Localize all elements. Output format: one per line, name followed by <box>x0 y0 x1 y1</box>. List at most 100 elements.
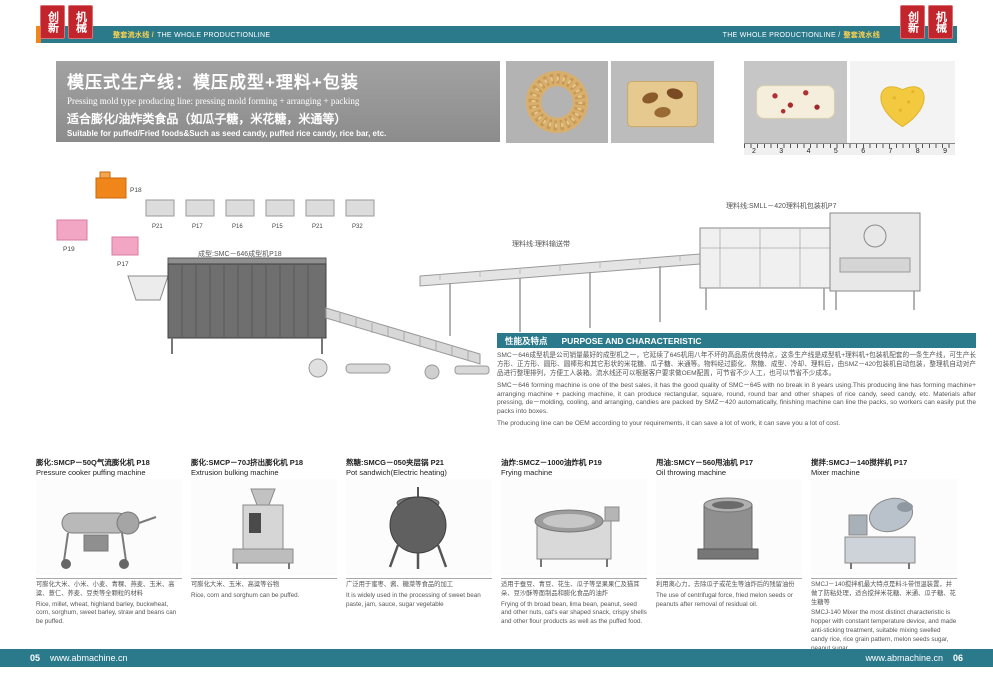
ruler-number: 9 <box>943 148 947 155</box>
photo-puffed-ring-candy <box>506 61 608 143</box>
brand-seal-icon: 创新 <box>40 5 65 39</box>
ruler-number: 2 <box>752 148 756 155</box>
packing-machine-label: 理料线:SMLL－420理料机包装机P7 <box>726 201 837 210</box>
divider <box>346 578 492 579</box>
page-subtitle: 适合膨化/油炸类食品（如瓜子糖，米花糖，米通等） <box>67 112 347 126</box>
brand-stamps-left: 创新 机械 <box>40 5 93 39</box>
product-photo <box>36 479 182 575</box>
mini-label: P15 <box>272 224 283 230</box>
page-number-left: 05 <box>30 653 41 663</box>
divider <box>811 578 957 579</box>
characteristics-text-cn: SMC－646成型机是公司销量最好的成型机之一，它延续了645机用八年不坏的高品… <box>497 352 976 377</box>
forming-machine-drawing: 成型:SMC－646成型机P18 <box>127 249 327 354</box>
arranging-conveyor-drawing: 理料线:理料输送带 <box>419 239 701 336</box>
page-title-en: Pressing mold type producing line: press… <box>67 96 360 106</box>
brand-seal-icon: 机械 <box>68 5 93 39</box>
product-photo <box>811 479 957 575</box>
product-caption-cn: 膨化:SMCP－50Q气流膨化机 P18 <box>36 458 150 467</box>
product-caption-en: Frying machine <box>501 468 553 477</box>
product-caption-cn: 膨化:SMCP－70J挤出膨化机 P18 <box>191 458 304 467</box>
characteristics-panel: 性能及特点 PURPOSE AND CHARACTERISTIC SMC－646… <box>497 333 976 432</box>
page-title-block: 模压式生产线：模压成型+理料+包装 Pressing mold type pro… <box>56 61 500 142</box>
product-desc-cn: 可膨化大米、小米、小麦、青稞、燕麦、玉米、高粱、薏仁、荞麦、豆类等全颗粒的材料 <box>36 581 175 597</box>
product-desc-cn: 可膨化大米、玉米、高粱等谷物 <box>191 581 280 588</box>
characteristics-heading-en: PURPOSE AND CHARACTERISTIC <box>561 335 702 346</box>
product-photo <box>501 479 647 575</box>
product-photo <box>346 479 492 575</box>
ruler-number: 5 <box>833 148 838 155</box>
mini-machine-pink-left: P19 <box>56 219 88 253</box>
product-caption-en: Extrusion bulking machine <box>191 468 279 477</box>
product-caption-cn: 熬糖:SMCG－050夹层锅 P21 <box>346 458 444 467</box>
product-caption-cn: 油炸:SMCZ－1000油炸机 P19 <box>501 458 602 467</box>
ruler-number: 4 <box>806 148 811 155</box>
conveyor-label: 理料线:理料输送带 <box>512 239 570 248</box>
photo-rice-candy-bar <box>744 61 847 143</box>
photo-almond-candy <box>611 61 714 143</box>
characteristics-heading-cn: 性能及特点 <box>505 335 548 346</box>
characteristics-text-en2: The producing line can be OEM according … <box>497 420 841 428</box>
product-caption-cn: 甩油:SMCY－560甩油机 P17 <box>656 458 754 467</box>
page-title: 模压式生产线：模压成型+理料+包装 <box>67 73 359 92</box>
product-caption-cn: 搅拌:SMCJ－140搅拌机 P17 <box>811 458 908 467</box>
product-card-extrusion-machine: 膨化:SMCP－70J挤出膨化机 P18 Extrusion bulking m… <box>191 457 337 654</box>
product-card-puffing-machine: 膨化:SMCP－50Q气流膨化机 P18 Pressure cooker puf… <box>36 457 182 654</box>
website-url: www.abmachine.cn <box>865 653 943 663</box>
product-desc-cn: 适用于蚕豆、青豆、花生、瓜子等坚果果仁及猫耳朵、豆沙酥等面制品和膨化食品的油炸 <box>501 581 640 597</box>
ruler-number: 6 <box>861 148 866 155</box>
product-desc-en: It is widely used in the processing of s… <box>346 591 481 608</box>
header-right-en: THE WHOLE PRODUCTIONLINE / <box>722 31 841 39</box>
mini-machine-orange: P18 <box>95 171 142 199</box>
mini-label: P17 <box>117 261 129 268</box>
mini-label: P21 <box>312 224 323 230</box>
header-left-cn: 整套流水线 / <box>113 31 154 39</box>
ruler-scale: 2 3 4 5 6 7 8 9 <box>744 143 955 155</box>
brand-seal-icon: 创新 <box>900 5 925 39</box>
divider <box>191 578 337 579</box>
product-caption-en: Oil throwing machine <box>656 468 727 477</box>
divider <box>656 578 802 579</box>
production-line-diagram: P18 P19 P17 P21 P17 P16 P15 P21 P32 成型:S… <box>56 171 921 380</box>
product-desc-cn: SMCJ－140搅拌机最大特点是料斗带恒温装置，并做了防粘处理，适合搅拌米花糖、… <box>811 581 956 606</box>
mini-label: P16 <box>232 224 243 230</box>
product-card-sugar-pot: 熬糖:SMCG－050夹层锅 P21 Pot sandwich(Electric… <box>346 457 492 654</box>
photo-heart-millet-candy <box>850 61 955 143</box>
product-card-frying-machine: 油炸:SMCZ－1000油炸机 P19 Frying machine 适用于蚕豆… <box>501 457 647 654</box>
mini-label: P32 <box>352 224 363 230</box>
product-desc-en: Frying of th broad bean, lima bean, pean… <box>501 600 647 626</box>
packing-machine-drawing: 理料线:SMLL－420理料机包装机P7 <box>699 201 921 310</box>
characteristics-heading: 性能及特点 PURPOSE AND CHARACTERISTIC <box>497 333 976 348</box>
product-photo <box>656 479 802 575</box>
product-grid: 膨化:SMCP－50Q气流膨化机 P18 Pressure cooker puf… <box>36 457 957 654</box>
product-desc-cn: 利用离心力，去除瓜子或花生等油炸后的残留油份 <box>656 581 795 588</box>
ruler-number: 7 <box>888 148 893 155</box>
footer-right: www.abmachine.cn 06 <box>865 653 963 663</box>
incline-conveyor-drawing <box>325 307 481 365</box>
product-desc-en: Rice, corn and sorghum can be puffed. <box>191 591 300 599</box>
mini-label: P19 <box>63 246 75 253</box>
product-photo <box>191 479 337 575</box>
page-number-right: 06 <box>952 653 963 663</box>
ruler-number: 8 <box>915 148 920 155</box>
product-desc-en: SMCJ-140 Mixer the most distinct charact… <box>811 609 957 651</box>
mini-label: P18 <box>130 187 142 194</box>
header-left-text: 整套流水线 /THE WHOLE PRODUCTIONLINE <box>110 30 270 40</box>
mini-label: P17 <box>192 224 203 230</box>
website-url: www.abmachine.cn <box>50 653 128 663</box>
divider <box>501 578 647 579</box>
product-desc-en: The use of centrifugal force, fried melo… <box>656 591 793 608</box>
product-caption-en: Pot sandwich(Electric heating) <box>346 468 447 477</box>
header-left-en: THE WHOLE PRODUCTIONLINE <box>157 31 271 39</box>
product-card-mixer-machine: 搅拌:SMCJ－140搅拌机 P17 Mixer machine SMCJ－14… <box>811 457 957 654</box>
divider <box>36 578 182 579</box>
product-caption-en: Pressure cooker puffing machine <box>36 468 146 477</box>
mini-label: P21 <box>152 224 163 230</box>
header-right-cn: 整套流水线 <box>843 31 880 39</box>
product-desc-cn: 广泛用于蜜枣、酱、糖菜等食品的加工 <box>346 581 454 588</box>
header-bar: 整套流水线 /THE WHOLE PRODUCTIONLINE THE WHOL… <box>36 26 957 43</box>
ruler-number: 3 <box>779 148 784 155</box>
footer-bar: 05 www.abmachine.cn www.abmachine.cn 06 <box>0 649 993 667</box>
mini-machine-row: P21 P17 P16 P15 P21 P32 <box>145 199 375 230</box>
brand-seal-icon: 机械 <box>928 5 953 39</box>
